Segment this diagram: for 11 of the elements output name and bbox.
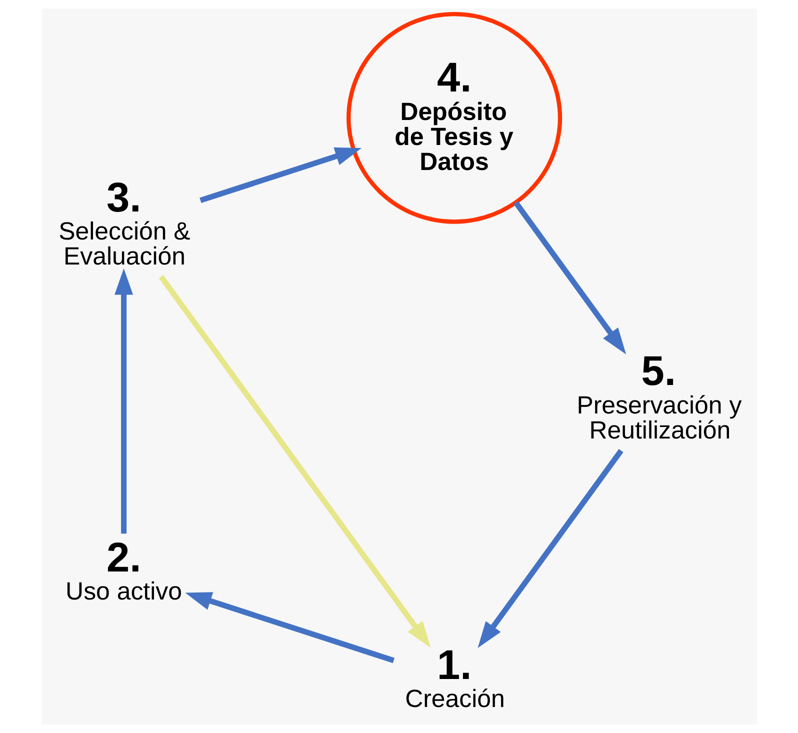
node-text: 5. Preservación y Reutilización bbox=[576, 347, 742, 444]
arrow bbox=[199, 147, 362, 204]
arrow bbox=[184, 592, 394, 664]
arrow bbox=[158, 274, 430, 648]
node-text: 3. Selección & Evaluación bbox=[58, 173, 190, 271]
node-text: 1. Creación bbox=[404, 640, 504, 714]
arrow bbox=[513, 201, 626, 354]
arrow bbox=[114, 268, 133, 534]
node-text: 2. Uso activo bbox=[65, 533, 182, 606]
arrow bbox=[477, 448, 623, 648]
node-circle: 4. Depósito de Tesis y Datos bbox=[346, 12, 562, 224]
